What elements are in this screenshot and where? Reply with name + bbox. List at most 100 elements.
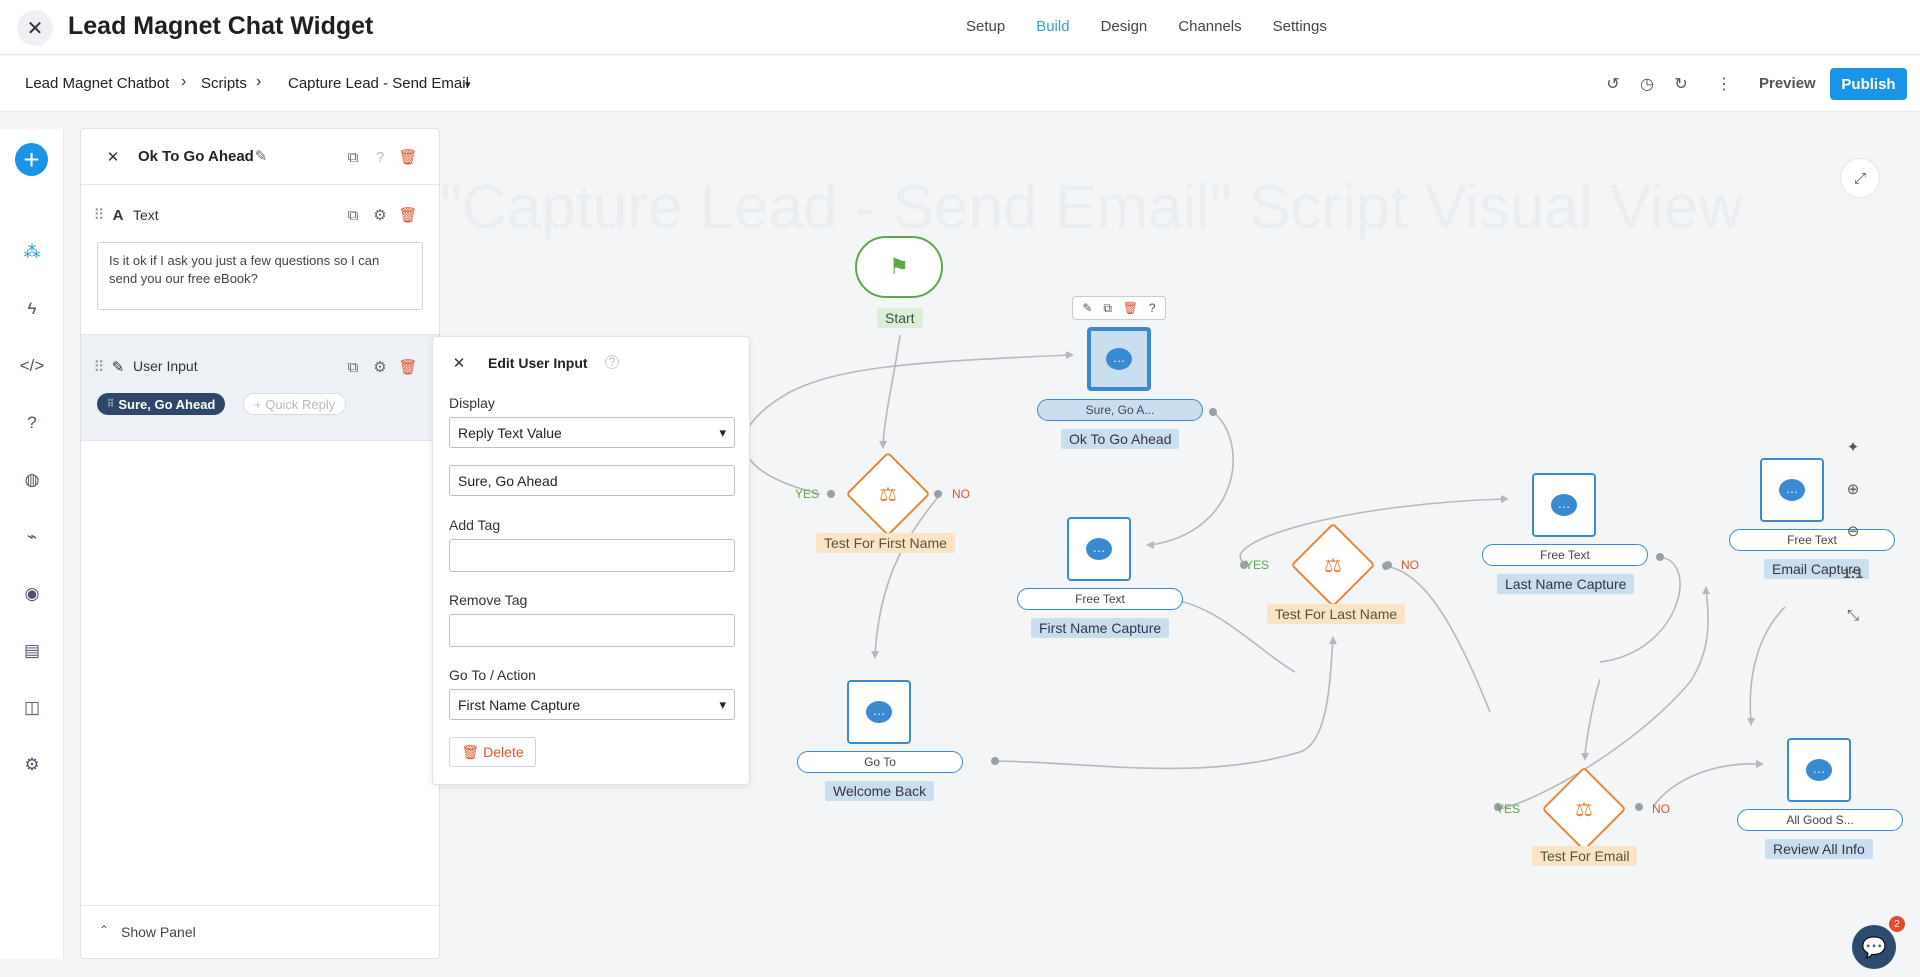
chevron-right-icon: › <box>256 73 262 90</box>
flow-canvas[interactable]: "Capture Lead - Send Email" Script Visua… <box>440 112 1920 959</box>
drag-handle-icon[interactable]: ⠿ <box>93 359 105 376</box>
pencil-icon: ✎ <box>111 359 125 376</box>
trash-icon[interactable]: 🗑 <box>398 149 418 166</box>
redo-icon[interactable]: ↻ <box>1674 76 1688 93</box>
show-panel-button[interactable]: Show Panel <box>121 924 196 940</box>
help-icon[interactable]: ? <box>605 355 619 369</box>
goto-select-value: First Name Capture <box>458 696 581 713</box>
zoom-reset-button[interactable]: 1:1 <box>1842 565 1864 581</box>
reply-text-input[interactable]: Sure, Go Ahead <box>449 465 735 496</box>
node-pill-last-capture[interactable]: Free Text <box>1482 544 1648 566</box>
chat-bubble-icon: … <box>1086 538 1112 560</box>
display-label: Display <box>449 395 495 411</box>
gear-icon[interactable]: ⚙ <box>373 207 387 224</box>
help-icon[interactable]: ? <box>375 148 385 166</box>
node-pill-first-capture[interactable]: Free Text <box>1017 588 1183 610</box>
canvas-watermark: "Capture Lead - Send Email" Script Visua… <box>440 173 1744 242</box>
copy-icon[interactable]: ⧉ <box>347 148 359 166</box>
close-button[interactable]: ✕ <box>17 10 53 46</box>
breadcrumb-chatbot[interactable]: Lead Magnet Chatbot <box>25 75 170 92</box>
more-vertical-icon[interactable]: ⋮ <box>1716 76 1732 93</box>
node-last-name-capture[interactable]: … <box>1532 473 1596 537</box>
publish-button[interactable]: Publish <box>1830 68 1907 100</box>
chat-bubble-icon: … <box>1551 494 1577 516</box>
add-quick-reply-button[interactable]: + Quick Reply <box>243 393 347 415</box>
trash-icon[interactable]: 🗑 <box>398 359 418 376</box>
flow-icon[interactable]: ⁂ <box>23 242 41 261</box>
trash-node-icon[interactable]: 🗑 <box>1122 301 1139 315</box>
globe-icon[interactable]: ◍ <box>24 470 40 489</box>
goto-select[interactable]: First Name Capture <box>449 689 735 720</box>
trash-icon[interactable]: 🗑 <box>398 207 418 224</box>
tab-setup[interactable]: Setup <box>966 18 1006 35</box>
tab-channels[interactable]: Channels <box>1178 18 1242 35</box>
no-label: NO <box>1652 802 1670 816</box>
node-ok-to-go-ahead[interactable]: … <box>1087 327 1151 391</box>
gear-icon[interactable]: ⚙ <box>373 359 387 376</box>
delete-button[interactable]: 🗑 Delete <box>449 737 536 767</box>
tab-settings[interactable]: Settings <box>1272 18 1327 35</box>
node-email-capture[interactable]: … <box>1760 458 1824 522</box>
add-tag-input[interactable] <box>449 539 735 572</box>
text-section: ⠿ A Text ⧉ ⚙ 🗑 Is it ok if I ask you jus… <box>81 185 439 335</box>
collapse-icon[interactable]: ⤡ <box>1846 606 1859 624</box>
expand-icon[interactable]: ⤢ <box>1840 158 1880 198</box>
breadcrumb-scripts[interactable]: Scripts <box>201 75 247 92</box>
lightning-icon[interactable]: ϟ <box>27 299 37 318</box>
node-welcome-back[interactable]: … <box>847 680 911 744</box>
preview-button[interactable]: Preview <box>1759 75 1816 92</box>
code-icon[interactable]: </> <box>19 356 45 375</box>
close-icon[interactable]: ✕ <box>452 355 466 372</box>
node-pill-welcome-back[interactable]: Go To <box>797 751 963 773</box>
history-icon[interactable]: ◷ <box>1640 76 1654 93</box>
gear-icon[interactable]: ⚙ <box>24 755 40 774</box>
node-pill-email-capture[interactable]: Free Text <box>1729 529 1895 551</box>
chat-bubble-icon: … <box>1779 479 1805 501</box>
chevron-down-icon[interactable]: ▾ <box>465 79 471 91</box>
node-review-all-info[interactable]: … <box>1787 738 1851 802</box>
add-icon[interactable]: + <box>15 143 48 176</box>
undo-icon[interactable]: ↺ <box>1606 76 1620 93</box>
drag-handle-icon[interactable]: ⠿ <box>93 207 105 224</box>
main-nav-tabs: Setup Build Design Channels Settings <box>966 18 1358 35</box>
trash-icon: 🗑 <box>461 743 480 760</box>
printer-icon[interactable]: ▤ <box>23 641 41 660</box>
node-label-test-last: Test For Last Name <box>1267 604 1406 624</box>
zoom-out-icon[interactable]: ⊖ <box>1846 523 1860 540</box>
edit-node-icon[interactable]: ✎ <box>1082 301 1093 315</box>
split-icon[interactable]: ◫ <box>23 698 41 717</box>
node-pill-ok-to-go[interactable]: Sure, Go A... <box>1037 399 1203 421</box>
help-node-icon[interactable]: ? <box>1148 301 1156 315</box>
copy-node-icon[interactable]: ⧉ <box>1103 300 1112 315</box>
yes-label: YES <box>795 487 820 501</box>
node-edit-panel: ✕ Ok To Go Ahead ✎ ⧉ ? 🗑 ⠿ A Text ⧉ ⚙ 🗑 … <box>80 128 440 959</box>
chat-support-button[interactable]: 💬 <box>1852 925 1896 969</box>
pencil-icon[interactable]: ✎ <box>254 148 268 165</box>
tab-build[interactable]: Build <box>1036 18 1070 35</box>
drag-handle-icon: ⠿ <box>107 398 115 410</box>
zoom-in-icon[interactable]: ⊕ <box>1846 481 1860 498</box>
notification-badge: 2 <box>1889 916 1905 932</box>
tab-design[interactable]: Design <box>1100 18 1148 35</box>
start-node[interactable]: ⚑ <box>855 236 943 298</box>
quick-reply-chip[interactable]: ⠿ Sure, Go Ahead <box>97 393 226 415</box>
chevron-up-icon[interactable]: ⌃ <box>99 923 110 937</box>
node-pill-review[interactable]: All Good S... <box>1737 809 1903 831</box>
node-first-name-capture[interactable]: … <box>1067 517 1131 581</box>
target-icon[interactable]: ◉ <box>24 584 40 603</box>
copy-icon[interactable]: ⧉ <box>347 358 359 376</box>
magic-wand-icon[interactable]: ✦ <box>1846 439 1860 456</box>
analytics-icon[interactable]: ⌁ <box>26 527 38 546</box>
node-label-review: Review All Info <box>1765 839 1873 859</box>
breadcrumb-current-script[interactable]: Capture Lead - Send Email <box>288 75 469 92</box>
app-title: Lead Magnet Chat Widget <box>68 12 374 40</box>
remove-tag-input[interactable] <box>449 614 735 647</box>
panel-title: Ok To Go Ahead <box>138 148 254 165</box>
copy-icon[interactable]: ⧉ <box>347 206 359 224</box>
node-label-ok-to-go: Ok To Go Ahead <box>1061 429 1180 449</box>
help-circle-icon[interactable]: ? <box>27 413 37 432</box>
add-tag-label: Add Tag <box>449 517 501 533</box>
close-icon[interactable]: ✕ <box>106 149 120 166</box>
display-select[interactable]: Reply Text Value <box>449 417 735 448</box>
message-text-area[interactable]: Is it ok if I ask you just a few questio… <box>97 242 423 310</box>
